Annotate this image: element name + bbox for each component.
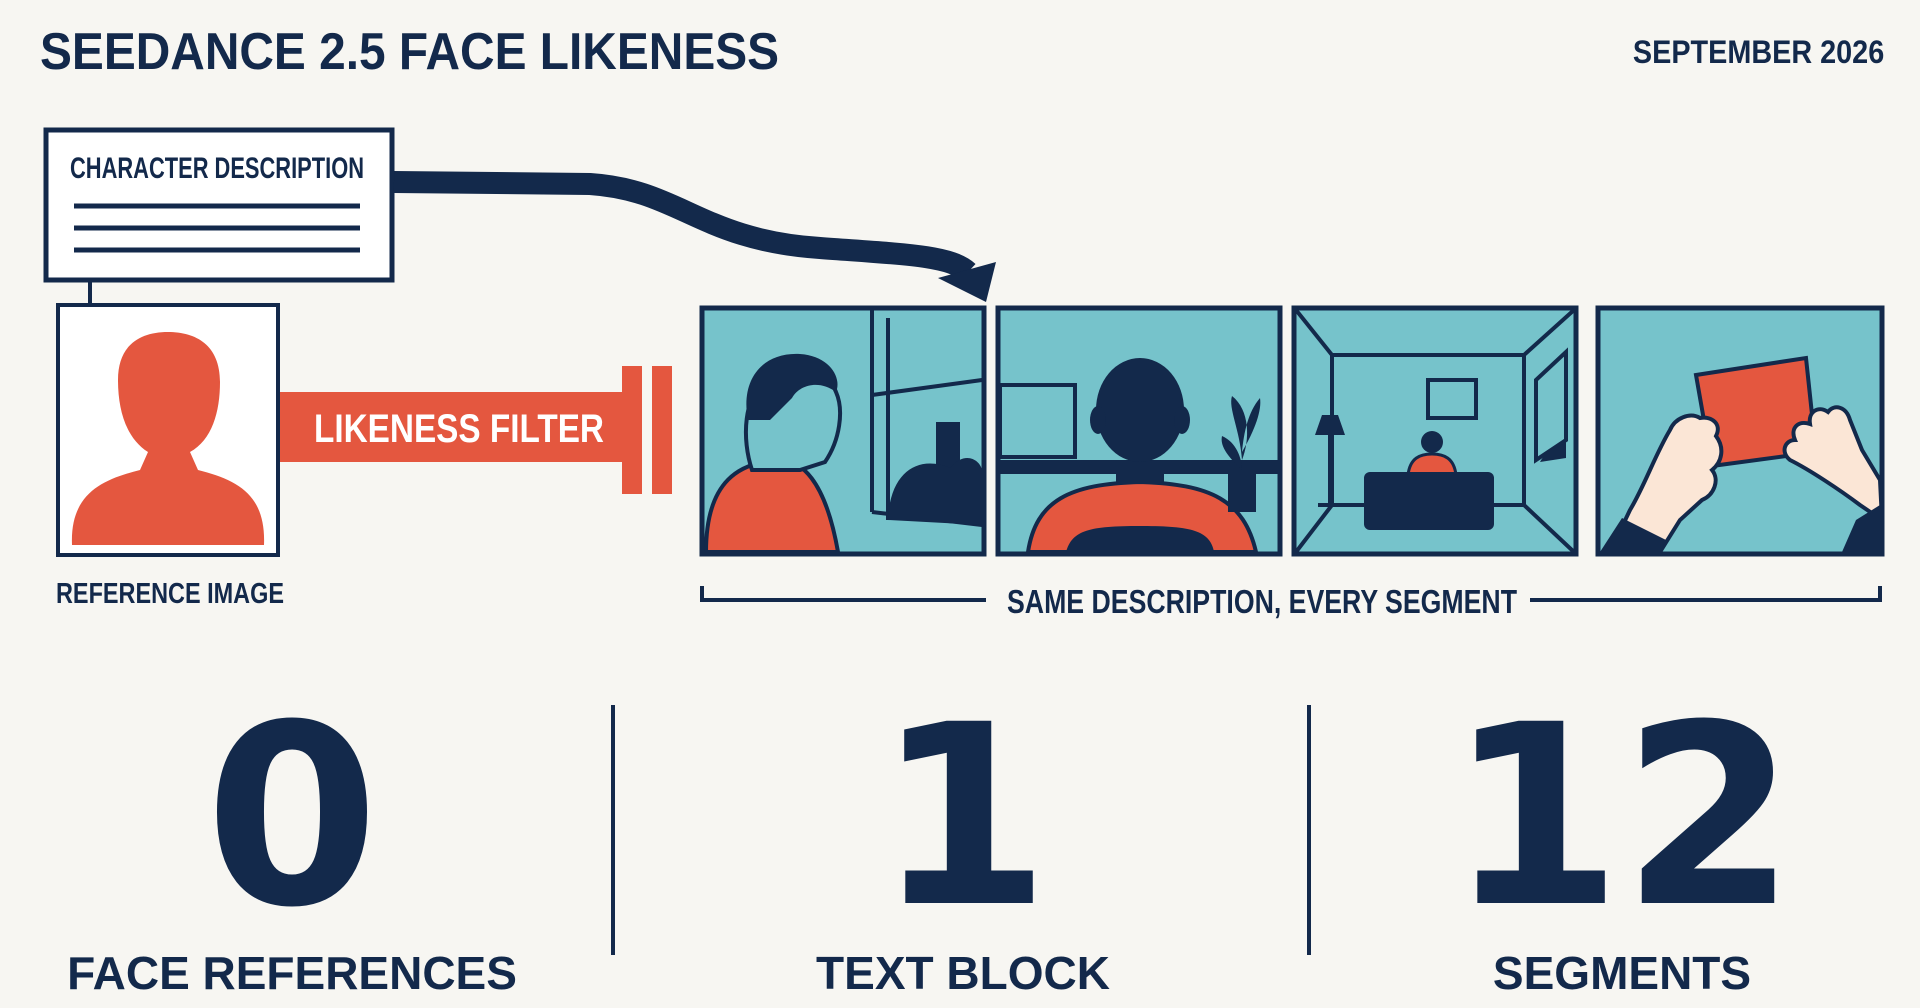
stat-label: SEGMENTS [1492,947,1752,999]
left-hand-icon [1606,413,1724,554]
segments-bracket [700,586,1882,602]
stat-face-references: 0 FACE REFERENCES [12,692,572,1000]
segments-caption: SAME DESCRIPTION, EVERY SEGMENT [1007,583,1517,620]
stat-value: 1 [876,671,1050,962]
segment-frame-3 [1291,305,1579,557]
stat-text-block: 1 TEXT BLOCK [683,692,1243,1000]
stat-value: 0 [205,671,379,962]
likeness-filter: LIKENESS FILTER [280,366,672,494]
filter-block-bar [652,366,672,494]
reference-image-label: REFERENCE IMAGE [56,578,284,610]
stat-value: 12 [1448,671,1796,962]
date-label: SEPTEMBER 2026 [1632,34,1884,70]
plant-leaf-icon [1221,396,1261,470]
stat-label: TEXT BLOCK [816,947,1110,999]
lamp-icon [1315,415,1345,435]
stat-label: FACE REFERENCES [67,947,517,999]
plant-pot-icon [1228,460,1256,512]
description-box-label: CHARACTER DESCRIPTION [70,152,364,185]
right-hand-icon [1782,405,1885,524]
couch-icon [1364,472,1494,530]
stat-divider [611,705,615,955]
stat-segments: 12 SEGMENTS [1342,692,1902,1000]
person-silhouette-icon [71,332,265,545]
curved-arrow-icon [393,171,996,302]
character-description-box: CHARACTER DESCRIPTION [43,127,395,283]
segment-frame-4 [1595,305,1885,557]
reference-image [56,303,280,557]
pipeline-diagram: CHARACTER DESCRIPTION REFERENCE IMAGE LI… [43,127,1885,620]
segment-frame-1 [699,305,987,557]
filter-label: LIKENESS FILTER [314,407,604,451]
filter-block-bar [622,366,642,494]
segment-frame-2 [995,305,1283,557]
stat-divider [1307,705,1311,955]
page-title: SEEDANCE 2.5 FACE LIKENESS [40,23,780,81]
